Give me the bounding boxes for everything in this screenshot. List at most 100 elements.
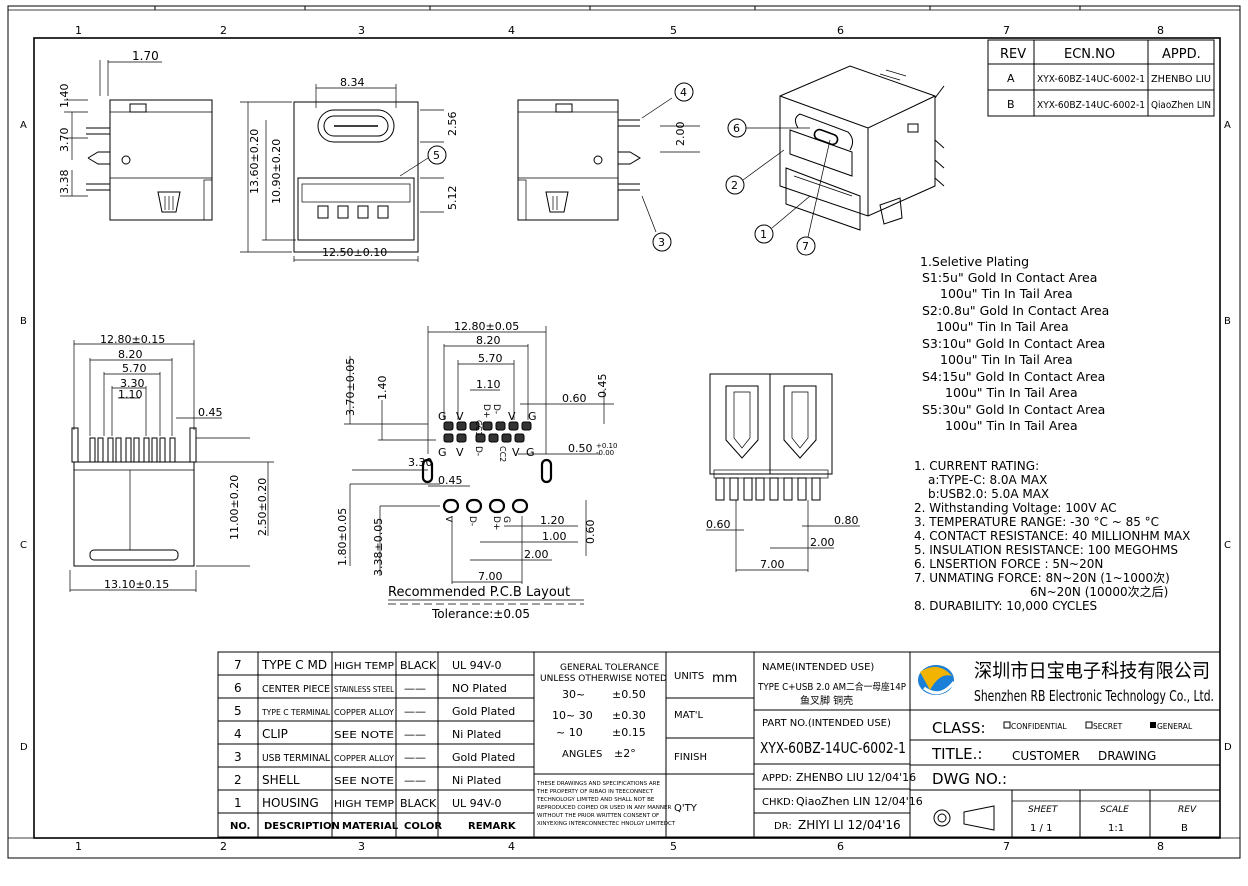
plating-title: 1.Seletive Plating	[920, 254, 1029, 269]
name-block: NAME(INTENDED USE) TYPE C+USB 2.0 AM二合一母…	[753, 651, 923, 838]
dim-b8-20: 8.20	[118, 348, 143, 361]
partno-label: PART NO.(INTENDED USE)	[762, 718, 891, 729]
title-value-2: DRAWING	[1098, 749, 1156, 763]
dim-p0-50: 0.50	[568, 442, 593, 455]
pin-label-bot: D-	[467, 516, 477, 526]
appd-label: APPD:	[762, 773, 792, 784]
dim-p0-45b: 0.45	[438, 474, 463, 487]
name-value-2: 鱼叉脚 铜壳	[800, 694, 853, 707]
pin-label-mid: V	[512, 446, 520, 459]
dim-p8-20: 8.20	[476, 334, 501, 347]
dim-s7-00: 7.00	[760, 558, 785, 571]
appd-cell: QiaoZhen LIN	[1151, 100, 1211, 111]
plating-line: 100u" Tin In Tail Area	[940, 352, 1073, 367]
zone-label: 5	[670, 840, 677, 853]
spec-line: 1. CURRENT RATING:	[914, 459, 1039, 473]
appd-cell: ZHENBO LIU	[1151, 74, 1211, 85]
chkd-value: QiaoZhen LIN 12/04'16	[796, 795, 923, 808]
pin-label-mid: G	[526, 446, 535, 459]
dim-10-90: 10.90±0.20	[270, 139, 283, 204]
company-logo	[918, 665, 956, 695]
tolerance-title-2: UNLESS OTHERWISE NOTED	[540, 674, 667, 684]
pin-label-mid: V	[456, 446, 464, 459]
qty-label: Q'TY	[674, 803, 698, 814]
bom-cell-remark: Gold Plated	[452, 751, 515, 764]
pin-label-bot: V	[443, 516, 453, 523]
front-view: 8.34 2.56 13.60±0.20 10.90±0.20 5.12 12.…	[240, 76, 459, 262]
bom-header-remark: REMARK	[468, 821, 517, 832]
dim-5-12: 5.12	[446, 186, 459, 211]
zone-label: B	[1224, 316, 1231, 327]
spec-line: 3. TEMPERATURE RANGE: -30 °C ~ 85 °C	[914, 515, 1159, 529]
bom-cell-no: 5	[234, 704, 242, 718]
pin-label-mid: G	[438, 446, 447, 459]
class-opt-confidential: CONFIDENTIAL	[1011, 722, 1067, 731]
dim-p5-70: 5.70	[478, 352, 503, 365]
notice-line: WITHOUT THE PRIOR WRITTEN CONSENT OF	[537, 813, 659, 819]
balloon-2	[725, 175, 745, 195]
notice-line: REPRODUCED COPIED OR USED IN ANY MANNER	[537, 805, 671, 811]
scale-value: 1:1	[1108, 823, 1124, 834]
dim-p3-70: 3.70±0.05	[344, 358, 357, 416]
class-opt-general: GENERAL	[1157, 722, 1193, 731]
dim-b3-30: 3.30	[120, 377, 145, 390]
dim-3-38: 3.38	[58, 170, 71, 195]
pin-label-top: V	[456, 410, 464, 423]
back-view: 0.60 0.80 2.00 7.00	[706, 373, 860, 572]
spec-line: 6. LNSERTION FORCE : 5N~20N	[914, 557, 1103, 571]
plating-line: S5:30u" Gold In Contact Area	[922, 402, 1105, 417]
bom-cell-mat: STAINLESS STEEL	[334, 685, 395, 694]
bom-cell-mat: COPPER ALLOY	[334, 708, 394, 717]
pin-label-bot: D+	[491, 516, 501, 530]
class-label: CLASS:	[932, 719, 986, 737]
spec-line: 2. Withstanding Voltage: 100V AC	[914, 501, 1117, 515]
title-label: TITLE.:	[931, 745, 982, 763]
zone-label: B	[20, 316, 27, 327]
bom-cell-remark: UL 94V-0	[452, 659, 502, 672]
spec-notes: 1. CURRENT RATING: a:TYPE-C: 8.0A MAX b:…	[914, 459, 1190, 613]
bom-cell-color: ——	[404, 774, 426, 787]
notice-line: XINYEXING INTERCONNECTEC HNOLGY LIMITEDC…	[537, 821, 676, 827]
tol-value: ±0.30	[612, 709, 646, 722]
dim-1-40: 1.40	[58, 84, 71, 109]
zone-label: 8	[1157, 24, 1164, 37]
plating-line: 100u" Tin In Tail Area	[936, 319, 1069, 334]
dim-2-00: 2.00	[674, 122, 687, 147]
zone-label: 2	[220, 840, 227, 853]
back-view-legs	[715, 477, 821, 501]
ecn-cell: XYX-60BZ-14UC-6002-1	[1037, 74, 1145, 85]
zone-label: 6	[837, 24, 844, 37]
isometric-view: 6 2 1 7	[725, 65, 945, 256]
terminal-view: 12.80±0.15 8.20 5.70 3.30 1.10 0.45 11.0…	[69, 333, 274, 592]
dim-p1-20: 1.20	[540, 514, 565, 527]
zone-label: 7	[1003, 840, 1010, 853]
pin-label-bot: G	[501, 516, 511, 523]
bom-cell-no: 4	[234, 727, 242, 741]
dim-8-34: 8.34	[340, 76, 365, 89]
tol-value: ±0.50	[612, 688, 646, 701]
dim-b0-45: 0.45	[198, 406, 223, 419]
spec-line: 4. CONTACT RESISTANCE: 40 MILLIONHM MAX	[914, 529, 1190, 543]
units-value: mm	[712, 671, 737, 686]
rev-cell: B	[1007, 98, 1015, 111]
balloon-1	[754, 224, 774, 244]
zone-label: A	[1224, 120, 1231, 131]
zone-label: 5	[670, 24, 677, 37]
appd-value: ZHENBO LIU 12/04'16	[796, 771, 916, 784]
bom-header-mat: MATERIAL	[342, 821, 399, 832]
dim-b12-80: 12.80±0.15	[100, 333, 165, 346]
bom-cell-mat: SEE NOTE	[334, 776, 394, 787]
side-view-left: 1.70 1.40 3.70 3.38	[58, 49, 213, 221]
class-opt-secret: SECRET	[1093, 722, 1123, 731]
bom-table	[217, 651, 535, 838]
balloon-5	[427, 145, 447, 165]
units-column: UNITS mm MAT'L FINISH Q'TY	[665, 651, 755, 838]
bom-cell-no: 6	[234, 681, 242, 695]
zone-label: C	[1224, 540, 1231, 551]
bom-cell-no: 1	[234, 796, 242, 810]
rev-cell: A	[1007, 72, 1015, 85]
terminal-pins	[71, 427, 197, 463]
tol-value: ±2°	[614, 747, 636, 760]
dim-p1-40: 1.40	[376, 376, 389, 401]
bom-header-no: NO.	[230, 821, 250, 832]
